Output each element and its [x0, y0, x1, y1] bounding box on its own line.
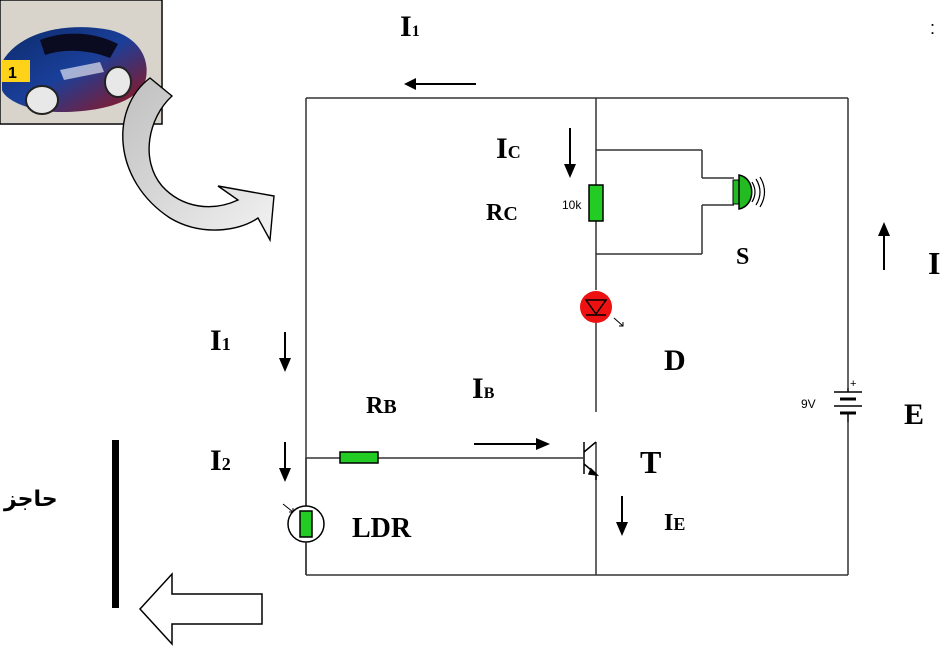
rc-value-label: 10k [562, 198, 582, 212]
car-photo: 1 [0, 0, 163, 125]
label-e: E [904, 398, 924, 431]
led-icon [580, 291, 624, 327]
label-i1-left: I1 [210, 324, 231, 357]
ldr-icon [282, 503, 325, 575]
label-ic: IC [496, 132, 521, 165]
arrow-ie-icon [616, 496, 628, 536]
arrow-i-right-icon [878, 222, 890, 270]
label-ldr: LDR [352, 513, 412, 544]
label-i-right: I [928, 245, 940, 281]
battery-value-label: 9V [801, 397, 816, 411]
current-arrows [279, 78, 890, 536]
label-barrier: حاجز [3, 487, 58, 512]
battery-plus-label: + [850, 378, 856, 390]
curved-arrow-icon [122, 77, 275, 243]
label-s: S [736, 244, 749, 270]
svg-text:1: 1 [8, 65, 17, 82]
arrow-i2-icon [279, 442, 291, 482]
battery-icon [834, 388, 862, 422]
label-ib: IB [472, 372, 495, 405]
label-colon: : [930, 18, 935, 38]
buzzer-icon [732, 174, 766, 210]
label-i1-top: I1 [400, 10, 420, 43]
circuit-wires [305, 97, 849, 576]
arrow-ic-icon [564, 128, 576, 178]
label-rb: RB [366, 393, 397, 419]
barrier-bar [112, 440, 119, 608]
resistor-rb [339, 451, 379, 464]
arrow-ib-icon [474, 438, 550, 450]
transistor-icon [583, 441, 600, 480]
arrow-i1-top-icon [404, 78, 476, 90]
label-rc: RC [486, 200, 518, 226]
label-i2: I2 [210, 444, 231, 477]
block-arrow-icon [138, 572, 263, 646]
label-d: D [664, 344, 686, 377]
label-t: T [640, 444, 661, 480]
arrow-i1-left-icon [279, 332, 291, 372]
resistor-rc [588, 184, 604, 222]
label-ie: IE [664, 510, 685, 536]
